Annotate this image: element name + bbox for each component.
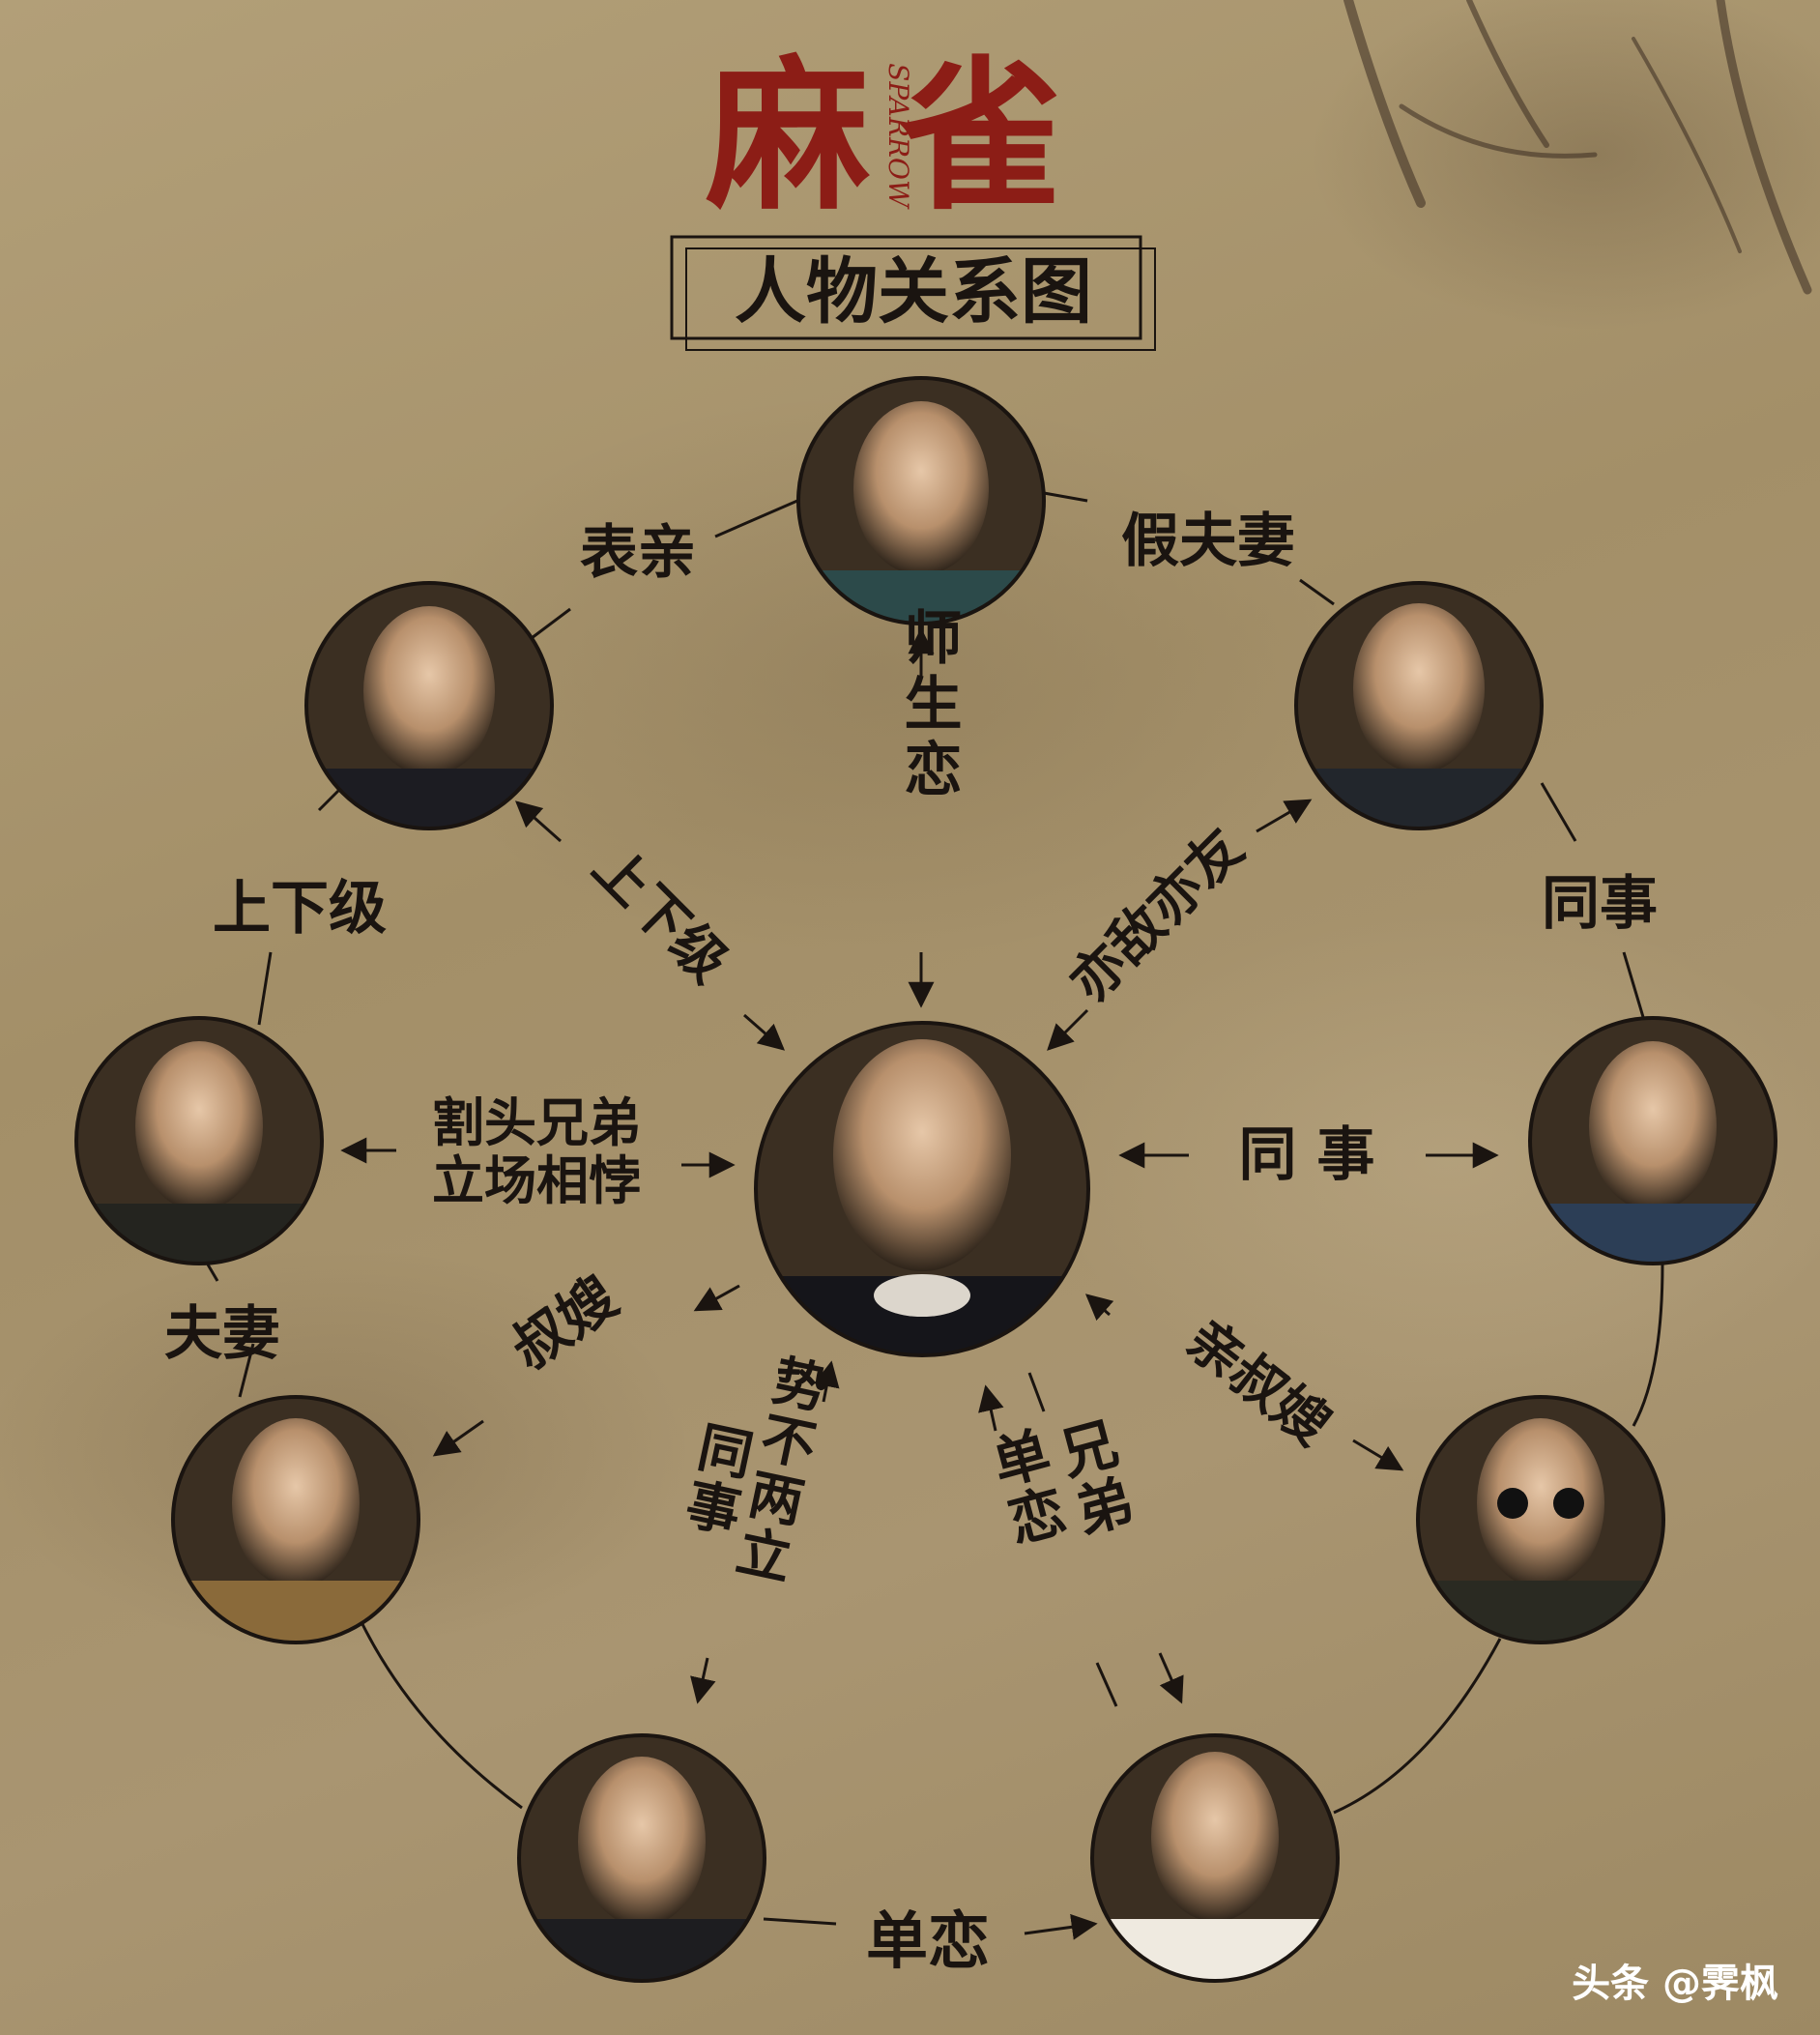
portrait-middle-right-woman[interactable] <box>1528 1016 1777 1271</box>
label-opposing-sides: 立场相悖 <box>432 1149 641 1211</box>
portrait-center-protagonist[interactable] <box>754 1021 1090 1363</box>
portrait-middle-left-man[interactable] <box>74 1016 324 1271</box>
center-arrows <box>340 627 1499 1707</box>
label-cousins: 表亲 <box>580 519 696 587</box>
watermark: 头条 @霁枫 <box>1572 1962 1778 2006</box>
label-colleagues-center: 同 事 <box>1239 1121 1375 1189</box>
portrait-bottom-right-woman[interactable] <box>1090 1733 1340 1987</box>
logo-subtitle: SPARROW <box>882 63 914 210</box>
label-blood-brothers: 割头兄弟 <box>432 1091 641 1153</box>
portrait-bottom-left-man[interactable] <box>517 1733 766 1987</box>
portrait-bottom-left-woman[interactable] <box>171 1395 420 1648</box>
page-title: 人物关系图 <box>735 250 1092 334</box>
portrait-top-right-man[interactable] <box>1294 581 1544 836</box>
title-box: 人物关系图 <box>670 235 1156 351</box>
portrait-top-left-elder[interactable] <box>304 581 554 836</box>
label-one-sided-love: 单恋 <box>866 1905 990 1978</box>
label-superior-subordinate: 上下级 <box>213 875 387 943</box>
label-blood-in-laws: 亲叔嫂 <box>1174 1307 1342 1457</box>
drama-logo: 麻雀 SPARROW <box>706 40 1092 233</box>
label-teacher-student: 师生恋 <box>894 607 962 804</box>
label-spouses: 夫妻 <box>164 1300 280 1368</box>
portrait-top-heroine[interactable] <box>796 376 1046 628</box>
label-superior-diagonal: 上下级 <box>581 835 740 995</box>
ink-decoration <box>1343 0 1812 295</box>
outer-lines <box>206 491 1664 1940</box>
label-frenemies: 亦敌亦友 <box>1057 816 1256 1014</box>
label-colleagues-right: 同事 <box>1542 870 1658 938</box>
logo-title: 麻雀 <box>706 40 1092 233</box>
label-in-laws: 叔嫂 <box>500 1264 629 1381</box>
portrait-bottom-right-woman-glasses[interactable] <box>1416 1395 1665 1648</box>
label-fake-couple: 假夫妻 <box>1121 508 1295 575</box>
